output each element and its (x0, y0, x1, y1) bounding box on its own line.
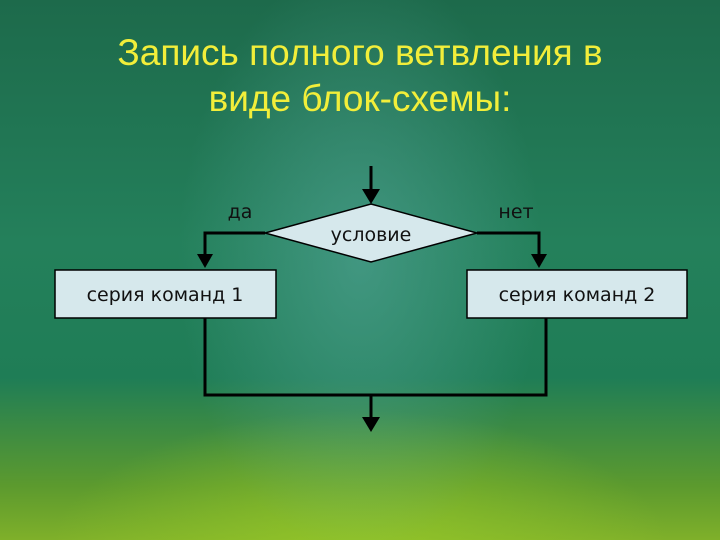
process-box-2: серия команд 2 (466, 269, 688, 319)
process-label-1: серия команд 1 (87, 284, 244, 306)
title-line-2: виде блок-схемы: (208, 78, 512, 119)
process-box-1: серия команд 1 (54, 269, 277, 319)
process-label-2: серия команд 2 (499, 284, 656, 306)
yes-branch-line (197, 231, 265, 268)
entry-arrow (362, 166, 380, 204)
exit-arrow (362, 395, 380, 432)
condition-label: условие (331, 224, 412, 246)
slide-title: Запись полного ветвления в виде блок-схе… (0, 30, 720, 122)
no-branch-line (477, 231, 547, 268)
yes-label: да (228, 201, 253, 223)
title-line-1: Запись полного ветвления в (117, 32, 603, 73)
merge-connector (203, 318, 548, 397)
no-label: нет (498, 201, 533, 223)
condition-diamond: условие (262, 203, 480, 263)
